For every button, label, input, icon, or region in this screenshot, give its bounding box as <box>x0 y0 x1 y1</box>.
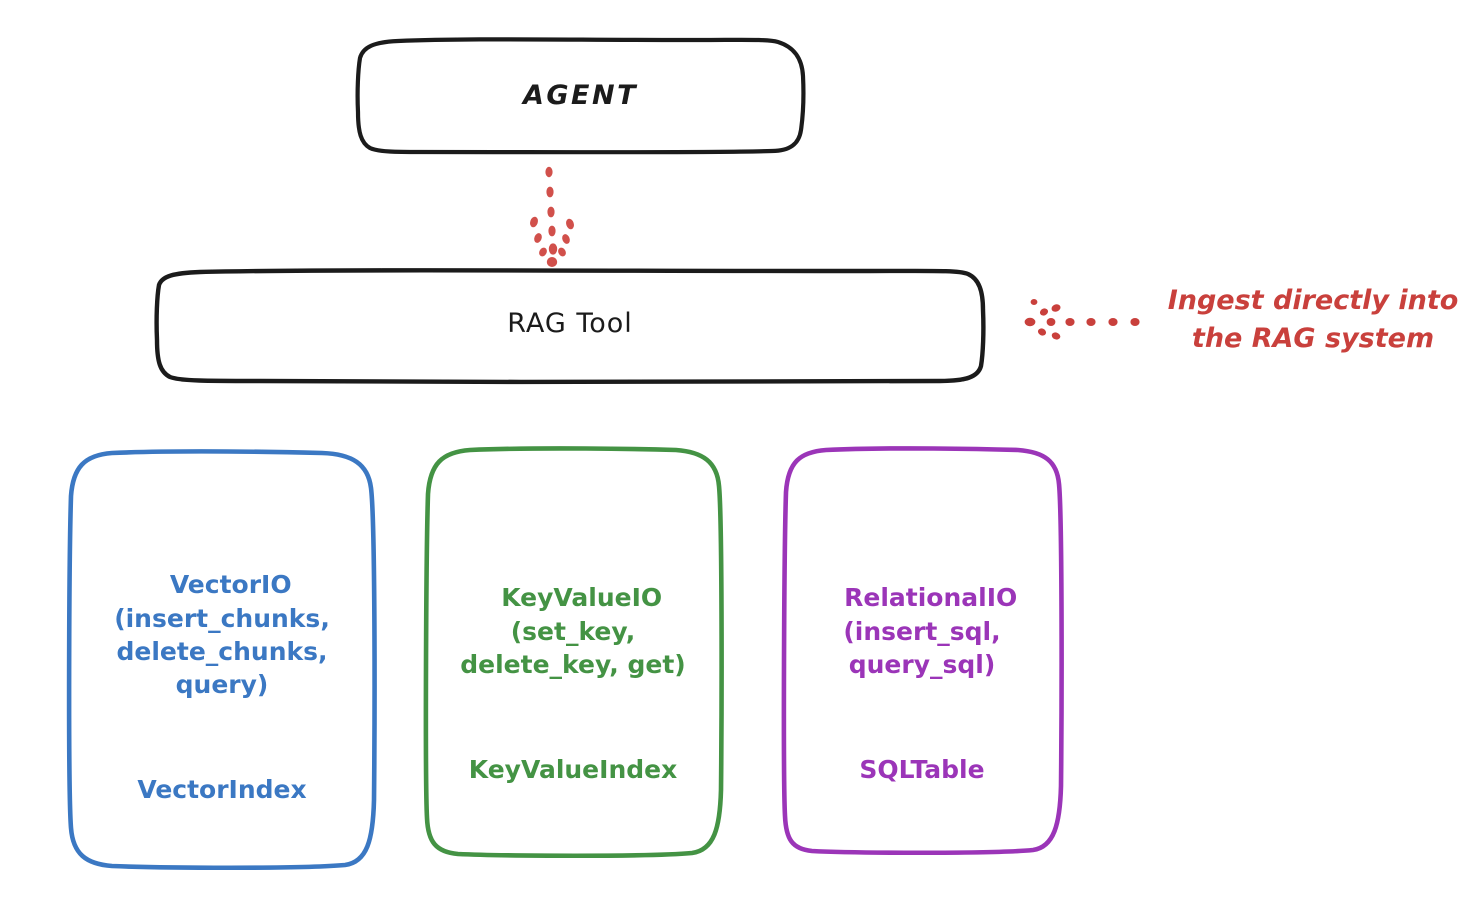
agent-node[interactable] <box>355 37 806 155</box>
vector-io-box-outline <box>66 449 377 871</box>
vector-io-node[interactable] <box>66 449 377 871</box>
key-value-io-node[interactable] <box>423 446 724 859</box>
ingest-to-rag-arrow <box>1024 299 1140 340</box>
relational-io-box-outline <box>781 446 1064 856</box>
ingest-annotation: Ingest directly into the RAG system <box>1167 285 1459 355</box>
agent-box-outline <box>355 37 806 155</box>
key-value-io-box-outline <box>423 446 724 859</box>
rag-tool-node[interactable] <box>154 268 986 385</box>
rag-tool-box-outline <box>154 268 986 385</box>
relational-io-node[interactable] <box>781 446 1064 856</box>
agent-to-rag-arrow <box>530 166 574 267</box>
